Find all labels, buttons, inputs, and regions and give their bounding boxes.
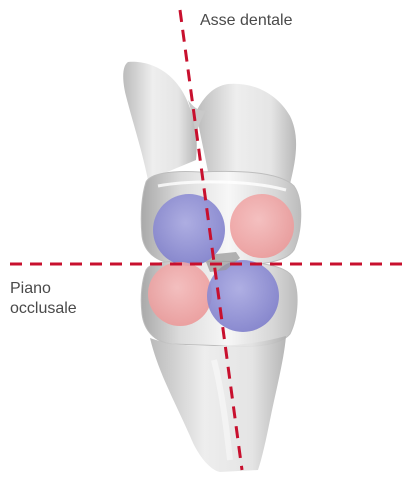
lower-contact-pink (148, 262, 212, 326)
lower-root (150, 336, 286, 472)
upper-contact-pink (230, 194, 294, 258)
occlusal-plane-label-line2: occlusale (10, 299, 77, 319)
upper-root-left (123, 62, 197, 180)
tooth-axis-label: Asse dentale (200, 11, 293, 31)
upper-root-right (196, 84, 296, 184)
occlusal-plane-label: Piano occlusale (10, 279, 77, 319)
occlusal-plane-label-line1: Piano (10, 279, 77, 299)
